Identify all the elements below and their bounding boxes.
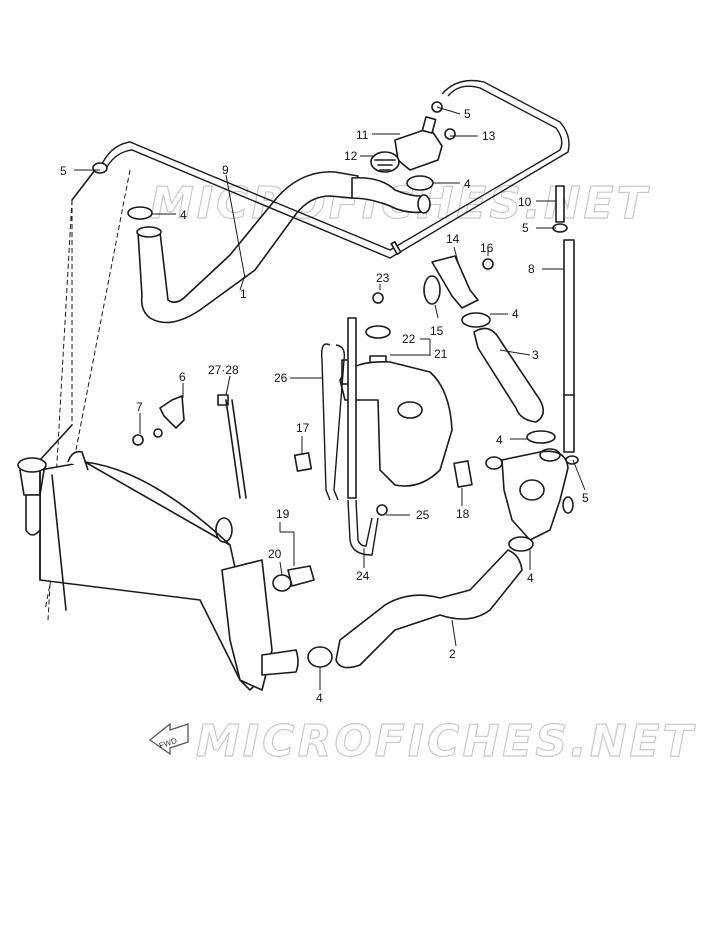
part-23-bolt [372,292,384,304]
callout-23: 23 [376,271,390,285]
part-17-pad [293,452,313,472]
callout-20: 20 [268,547,282,561]
callout-27-28: 27·28 [208,363,239,377]
part-14-water-outlet [423,255,494,309]
callout-24: 24 [356,569,370,583]
callout-14: 14 [446,232,460,246]
callout-17: 17 [296,421,310,435]
callout-6: 6 [179,370,186,384]
part-6-bracket [153,395,185,438]
part-16-bolt [482,258,494,270]
callout-13: 13 [482,129,496,143]
callout-4-lower-left: 4 [316,691,323,705]
water-pump [485,448,574,541]
part-4-clamp-lower-right [508,536,534,552]
part-7-bolt [132,434,144,446]
callout-4-upper-left: 4 [180,208,187,222]
part-1-upper-hose [136,171,431,324]
part-9-breather-hose [99,79,570,259]
part-12-thermostat [370,151,400,173]
part-15-o-ring [423,275,441,305]
part-11-thermostat-cover [394,127,443,171]
callout-11: 11 [356,128,369,142]
fwd-arrow-icon [148,722,189,756]
callout-12: 12 [344,149,358,163]
part-20-o-ring [272,574,292,592]
callout-19: 19 [276,507,290,521]
part-13-bolt [444,128,456,140]
callout-8: 8 [528,262,535,276]
callout-4-thermostat: 4 [464,177,471,191]
callout-7: 7 [136,400,143,414]
part-25-clamp [376,504,388,516]
callout-5-left: 5 [60,164,67,178]
callout-4-hose3: 4 [512,307,519,321]
part-4-clamp-lower-left [307,646,333,668]
callout-5-pump: 5 [582,491,589,505]
callout-10: 10 [518,195,532,209]
watermark-bottom: FWD MICROFICHES.NET [148,715,696,768]
callout-4-lower-right: 4 [527,571,534,585]
part-19-fitting [287,565,315,587]
part-18-pad [453,460,473,488]
callout-3: 3 [532,348,539,362]
callout-18: 18 [456,507,470,521]
part-3-hose [461,312,556,444]
callout-9: 9 [222,163,229,177]
callout-26: 26 [274,371,288,385]
part-8-small-hose [552,185,579,465]
callout-16: 16 [480,241,494,255]
callout-15: 15 [430,324,444,338]
part-2-lower-hose [307,536,534,669]
radiator [17,169,299,691]
leader-lines [74,106,586,690]
reservoir-tank [320,317,453,556]
callout-labels: 5 4 9 1 5 11 12 13 4 10 5 8 14 16 15 4 3… [60,107,589,705]
part-27-28-clamp-band [217,394,247,499]
part-22-cap [365,325,391,339]
part-5-clamp-left [92,162,108,174]
callout-21: 21 [434,347,448,361]
callout-2: 2 [449,647,456,661]
callout-25: 25 [416,508,430,522]
callout-4-pump: 4 [496,433,503,447]
watermark-bottom-text: MICROFICHES.NET [196,716,696,767]
callout-5-top: 5 [464,107,471,121]
thermostat-housing [370,101,456,173]
callout-22: 22 [402,332,416,346]
callout-5-right: 5 [522,221,529,235]
callout-1: 1 [240,287,247,301]
